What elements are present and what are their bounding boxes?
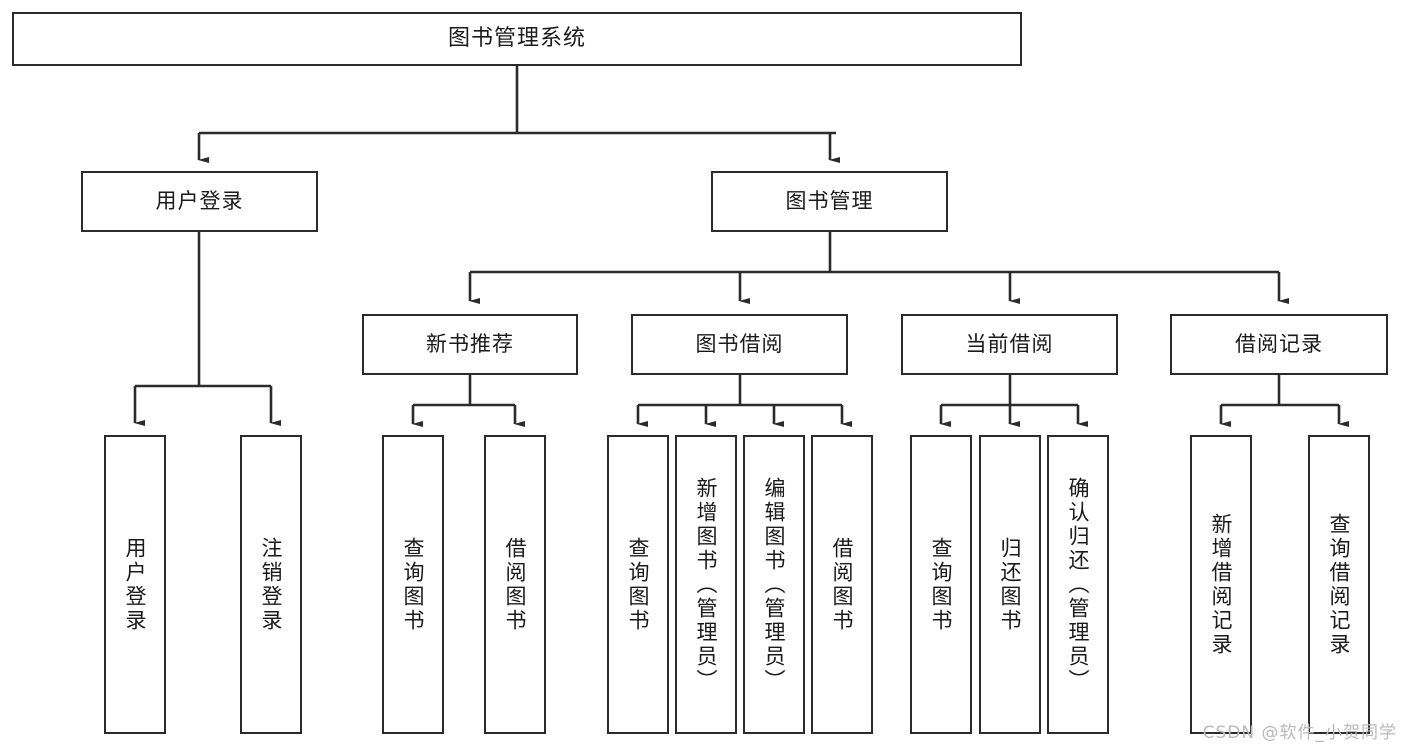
node-label: 图书管理 [785,189,874,214]
node-label: 查询图书 [929,536,954,633]
node-label: 图书管理系统 [447,25,586,51]
leaf-current-return-book[interactable]: 归还图书 [979,435,1041,734]
leaf-new-book-search[interactable]: 查询图书 [382,435,444,734]
node-borrow-record[interactable]: 借阅记录 [1170,314,1388,375]
node-label: 借阅图书 [503,536,528,633]
leaf-borrow-borrow-book[interactable]: 借阅图书 [811,435,873,734]
node-label: 确认归还（管理员） [1066,476,1091,693]
node-label: 查询图书 [401,536,426,633]
leaf-borrow-add-book[interactable]: 新增图书（管理员） [675,435,737,734]
node-label: 借阅图书 [830,536,855,633]
node-book-borrow[interactable]: 图书借阅 [631,314,848,375]
leaf-record-search[interactable]: 查询借阅记录 [1308,435,1370,734]
csdn-watermark: CSDN @软件_小贺同学 [1202,723,1397,743]
node-current-borrow[interactable]: 当前借阅 [901,314,1118,375]
node-label: 当前借阅 [965,332,1054,357]
node-label: 注销登录 [259,536,284,633]
node-label: 新增图书（管理员） [694,476,719,693]
leaf-current-search-book[interactable]: 查询图书 [910,435,972,734]
leaf-user-login-signout[interactable]: 注销登录 [240,435,302,734]
node-label: 用户登录 [155,189,244,214]
node-label: 用户登录 [123,536,148,633]
node-label: 新增借阅记录 [1209,512,1234,657]
leaf-new-book-borrow[interactable]: 借阅图书 [484,435,546,734]
node-label: 图书借阅 [695,332,784,357]
node-label: 查询图书 [626,536,651,633]
node-label: 归还图书 [998,536,1023,633]
node-label: 编辑图书（管理员） [762,476,787,693]
leaf-borrow-edit-book[interactable]: 编辑图书（管理员） [743,435,805,734]
leaf-borrow-search-book[interactable]: 查询图书 [607,435,669,734]
node-label: 查询借阅记录 [1327,512,1352,657]
node-user-login[interactable]: 用户登录 [81,171,318,232]
node-new-book-recommend[interactable]: 新书推荐 [362,314,578,375]
leaf-current-confirm-return[interactable]: 确认归还（管理员） [1047,435,1109,734]
node-book-management[interactable]: 图书管理 [711,171,948,232]
leaf-record-add[interactable]: 新增借阅记录 [1190,435,1252,734]
leaf-user-login-signin[interactable]: 用户登录 [104,435,166,734]
node-root-system[interactable]: 图书管理系统 [12,12,1022,66]
node-label: 新书推荐 [426,332,514,357]
node-label: 借阅记录 [1235,332,1323,357]
